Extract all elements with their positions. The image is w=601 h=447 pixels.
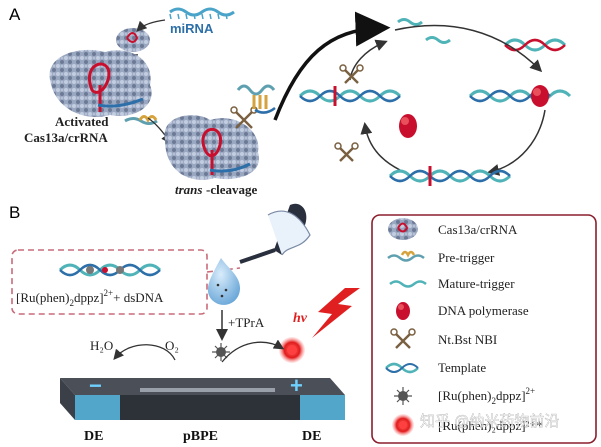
h2o-label: H₂O xyxy=(90,338,113,353)
legend-item-ru-complex: [Ru(phen)2dppz]2+ xyxy=(394,386,535,406)
legend-item-nt-bst-nbi: Nt.Bst NBI xyxy=(390,328,497,349)
helix-bottom-icon xyxy=(388,166,512,186)
legend-label-cas13a: Cas13a/crRNA xyxy=(438,222,518,237)
o2-label: O₂ xyxy=(165,338,179,353)
panel-a-label: A xyxy=(9,5,21,24)
dna-polymerase-legend-icon xyxy=(396,302,410,320)
bpe-device xyxy=(60,378,345,420)
pre-trigger-legend-icon xyxy=(387,250,425,262)
hv-label: hv xyxy=(293,311,308,326)
protein-complex-icon xyxy=(388,218,418,240)
amplification-arrow xyxy=(273,11,391,121)
legend-item-excited-ru: [Ru(phen)₂dppz]²⁺* xyxy=(392,414,543,436)
helix-right-icon xyxy=(468,89,572,103)
de-right-label: DE xyxy=(302,429,321,444)
mature-trigger-strands xyxy=(397,18,451,44)
binding-arrow xyxy=(136,19,166,32)
legend-box xyxy=(371,214,597,444)
excited-ru-legend-icon xyxy=(392,414,414,436)
cycle-arrow-2 xyxy=(487,109,546,176)
h2o-reduction-arrow xyxy=(113,344,176,361)
trans-label-suffix: -cleavage xyxy=(206,182,257,197)
dna-polymerase-cycle-icon xyxy=(531,85,549,107)
mirna-strand-icon xyxy=(169,7,235,20)
trans-label-prefix: trans xyxy=(175,182,202,197)
pipette-icon xyxy=(239,203,311,264)
mirna-label: miRNA xyxy=(170,21,214,36)
sample-droplet-icon xyxy=(207,258,240,305)
legend-item-dna-polymerase: DNA polymerase xyxy=(396,302,529,320)
trans-cleavage-complex-icon xyxy=(164,115,260,180)
pre-trigger-icon xyxy=(124,115,158,125)
oxidation-arrow xyxy=(221,339,285,363)
helix-left-icon xyxy=(298,86,402,106)
minus-sign: − xyxy=(89,373,102,398)
legend-label-mature-trigger: Mature-trigger xyxy=(438,276,515,291)
legend-item-pre-trigger: Pre-trigger xyxy=(387,250,495,265)
ru-dsdna-label: [Ru(phen)2dppz]2++ dsDNA xyxy=(16,288,164,308)
ru-complex-legend-icon xyxy=(394,387,412,405)
legend-label-ru-complex: [Ru(phen)2dppz]2+ xyxy=(438,386,535,406)
legend-label-excited-ru: [Ru(phen)₂dppz]²⁺* xyxy=(438,418,543,433)
panel-b-label: B xyxy=(9,203,20,222)
watermark: 知乎 @纳米药物前沿 xyxy=(420,413,559,430)
mature-trigger-legend-icon xyxy=(389,280,427,288)
cycle-arrow-1 xyxy=(394,24,543,73)
tpra-label: +TPrA xyxy=(228,315,265,330)
cycle-arrow-3 xyxy=(360,122,401,171)
cas13a-small-icon xyxy=(116,28,150,52)
activated-label-line2: Cas13a/crRNA xyxy=(24,130,108,145)
scissors-bottom-left-icon xyxy=(334,142,359,162)
dna-polymerase-middle-icon xyxy=(399,114,417,138)
pre-trigger-cleaved-icon xyxy=(236,84,276,114)
pbpe-label: pBPE xyxy=(183,429,218,444)
template-dna-legend-icon xyxy=(385,362,419,374)
legend-item-cas13a: Cas13a/crRNA xyxy=(388,218,518,240)
legend-label-pre-trigger: Pre-trigger xyxy=(438,250,495,265)
dsdna-ru-icon xyxy=(58,263,162,277)
excited-ru-bpe-icon xyxy=(279,337,305,363)
legend-label-template: Template xyxy=(438,360,486,375)
ru-dsdna-box xyxy=(11,249,208,315)
de-left-label: DE xyxy=(84,429,103,444)
lightning-icon xyxy=(312,288,360,338)
ru-dsdna-connector xyxy=(206,267,241,273)
legend-item-mature-trigger: Mature-trigger xyxy=(389,276,515,291)
activated-label-line1: Activated xyxy=(55,114,109,129)
legend-item-template: Template xyxy=(385,360,486,375)
scissors-legend-icon xyxy=(390,328,416,349)
activated-cas13a-icon xyxy=(49,49,152,117)
ru-complex-bpe-icon xyxy=(212,343,230,361)
plus-sign: + xyxy=(290,373,303,398)
legend-label-dna-polymerase: DNA polymerase xyxy=(438,303,529,318)
legend-label-nt-bst-nbi: Nt.Bst NBI xyxy=(438,332,497,347)
scissors-top-left-icon xyxy=(339,64,364,84)
